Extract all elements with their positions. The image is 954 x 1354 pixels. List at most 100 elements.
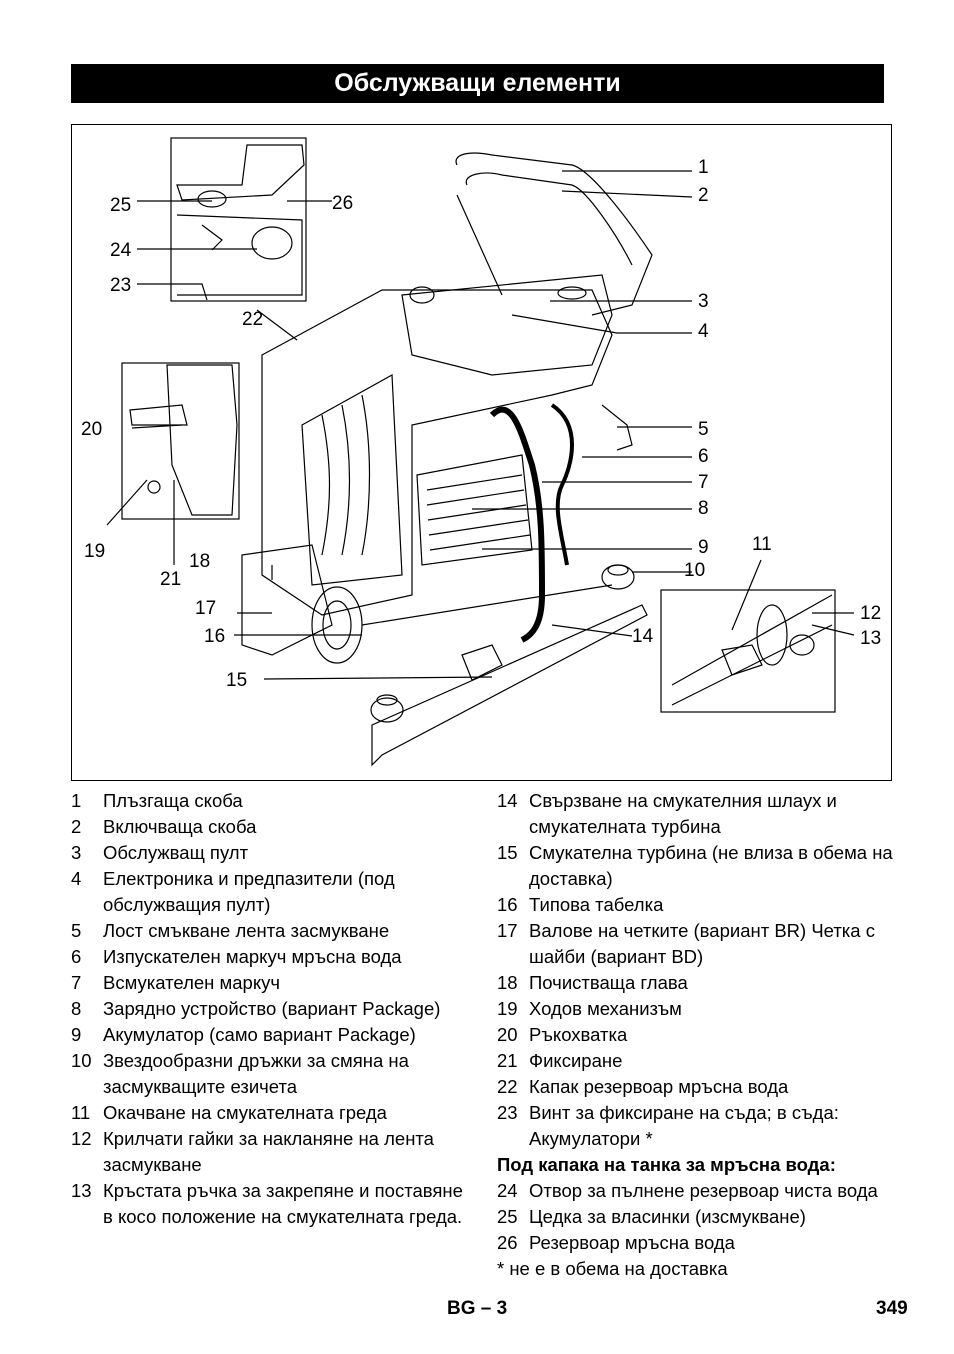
- legend-item-number: 16: [497, 894, 518, 915]
- legend-item: 2 Включваща скоба: [71, 814, 466, 840]
- legend-item-number: 21: [497, 1050, 518, 1071]
- legend-item-text: Включваща скоба: [103, 816, 257, 837]
- legend-item-number: 12: [71, 1128, 92, 1149]
- legend-item-text: Лост смъкване лента засмукване: [103, 920, 390, 941]
- callout-6: 6: [698, 446, 709, 467]
- legend-item-text: Валове на четките (вариант BR) Четка с ш…: [529, 920, 875, 967]
- page-title: Обслужващи елементи: [71, 64, 884, 103]
- legend-item-number: 4: [71, 868, 82, 889]
- callout-16: 16: [204, 626, 225, 647]
- callout-26: 26: [332, 193, 353, 214]
- legend-item: 26 Резервоар мръсна вода: [497, 1230, 897, 1256]
- legend-item: 4 Електроника и предпазители (под обслужв…: [71, 866, 466, 918]
- machine-illustration: 1 2 3 4 5 6 7 8 9 10 11 12 13 14 15 16 1…: [81, 137, 881, 767]
- legend-item: 21 Фиксиране: [497, 1048, 897, 1074]
- legend-item-text: Акумулатор (само вариант Package): [103, 1024, 416, 1045]
- callout-3: 3: [698, 291, 709, 312]
- footer-separator: –: [480, 1298, 492, 1319]
- legend-item-text: Почистваща глава: [529, 972, 688, 993]
- inset-tank-frame: [170, 137, 307, 302]
- callout-14: 14: [632, 626, 654, 647]
- legend-item-text: Капак резервоар мръсна вода: [529, 1076, 789, 1097]
- legend-item-text: Електроника и предпазители (под обслужва…: [103, 868, 395, 915]
- charger-box: [416, 454, 533, 566]
- callout-17: 17: [195, 598, 216, 619]
- brush-head: [241, 544, 333, 656]
- legend-item: 10 Звездообразни дръжки за смяна на засму…: [71, 1048, 466, 1100]
- legend-item: 20 Ръкохватка: [497, 1022, 897, 1048]
- legend-item-number: 20: [497, 1024, 518, 1045]
- legend-item-number: 6: [71, 946, 82, 967]
- legend-item: 12 Крилчати гайки за накланяне на лента з…: [71, 1126, 466, 1178]
- footnote: * не е в обема на доставка: [497, 1258, 728, 1279]
- legend-item-number: 3: [71, 842, 82, 863]
- legend-item-text: Типова табелка: [529, 894, 664, 915]
- legend-item-number: 10: [71, 1050, 92, 1071]
- callout-8: 8: [698, 498, 709, 519]
- legend-item-number: 2: [71, 816, 82, 837]
- legend-item-text: Резервоар мръсна вода: [529, 1232, 735, 1253]
- legend-item: 11 Окачване на смукателната греда: [71, 1100, 466, 1126]
- legend-item-text: Винт за фиксиране на съда; в съда: Акуму…: [529, 1102, 839, 1149]
- legend-item-text: Крилчати гайки за накланяне на лента зас…: [103, 1128, 434, 1175]
- inset-handle-frame: [121, 362, 240, 520]
- callout-13: 13: [860, 628, 881, 649]
- legend-item-number: 13: [71, 1180, 92, 1201]
- callout-24: 24: [110, 240, 132, 261]
- legend-item-number: 22: [497, 1076, 518, 1097]
- suction-beam: [371, 604, 648, 767]
- drain-hose: [550, 403, 574, 566]
- callout-12: 12: [860, 603, 881, 624]
- callout-22: 22: [242, 309, 263, 330]
- callout-10: 10: [684, 560, 705, 581]
- legend-item-number: 7: [71, 972, 82, 993]
- legend-item-number: 15: [497, 842, 518, 863]
- legend-item-number: 26: [497, 1232, 518, 1253]
- legend-item-text: Звездообразни дръжки за смяна на засмукв…: [103, 1050, 409, 1097]
- footer-section-page: 3: [496, 1298, 508, 1319]
- footer-section: BG – 3: [447, 1298, 507, 1320]
- callout-9: 9: [698, 537, 709, 558]
- page-number: 349: [876, 1298, 908, 1319]
- legend-item-text: Фиксиране: [529, 1050, 623, 1071]
- control-panel: [401, 274, 613, 376]
- legend-item-text: Отвор за пълнене резервоар чиста вода: [529, 1180, 878, 1201]
- legend-item-text: Свързване на смукателния шлаух и смукате…: [529, 790, 837, 837]
- push-handle: [455, 152, 653, 316]
- legend-subheading: Под капака на танка за мръсна вода:: [497, 1154, 836, 1175]
- legend-item-number: 25: [497, 1206, 518, 1227]
- callout-2: 2: [698, 185, 709, 206]
- legend-item-number: 23: [497, 1102, 518, 1123]
- legend-item-number: 11: [71, 1102, 91, 1123]
- legend-item: 25 Цедка за власинки (изсмукване): [497, 1204, 897, 1230]
- legend-item-text: Плъзгаща скоба: [103, 790, 243, 811]
- legend-item-text: Ръкохватка: [529, 1024, 628, 1045]
- callout-15: 15: [226, 670, 247, 691]
- callout-18: 18: [189, 551, 210, 572]
- legend-item-text: Окачване на смукателната греда: [103, 1102, 387, 1123]
- legend-item: 16 Типова табелка: [497, 892, 897, 918]
- callout-5: 5: [698, 419, 709, 440]
- legend-item-text: Всмукателен маркуч: [103, 972, 281, 993]
- callout-20: 20: [81, 419, 102, 440]
- callout-labels: 1 2 3 4 5 6 7 8 9 10 11 12 13 14 15 16 1…: [81, 157, 881, 691]
- callout-21: 21: [160, 569, 181, 590]
- legend-item: 22 Капак резервоар мръсна вода: [497, 1074, 897, 1100]
- rear-wheel: [311, 586, 363, 664]
- legend-item-text: Цедка за власинки (изсмукване): [529, 1206, 806, 1227]
